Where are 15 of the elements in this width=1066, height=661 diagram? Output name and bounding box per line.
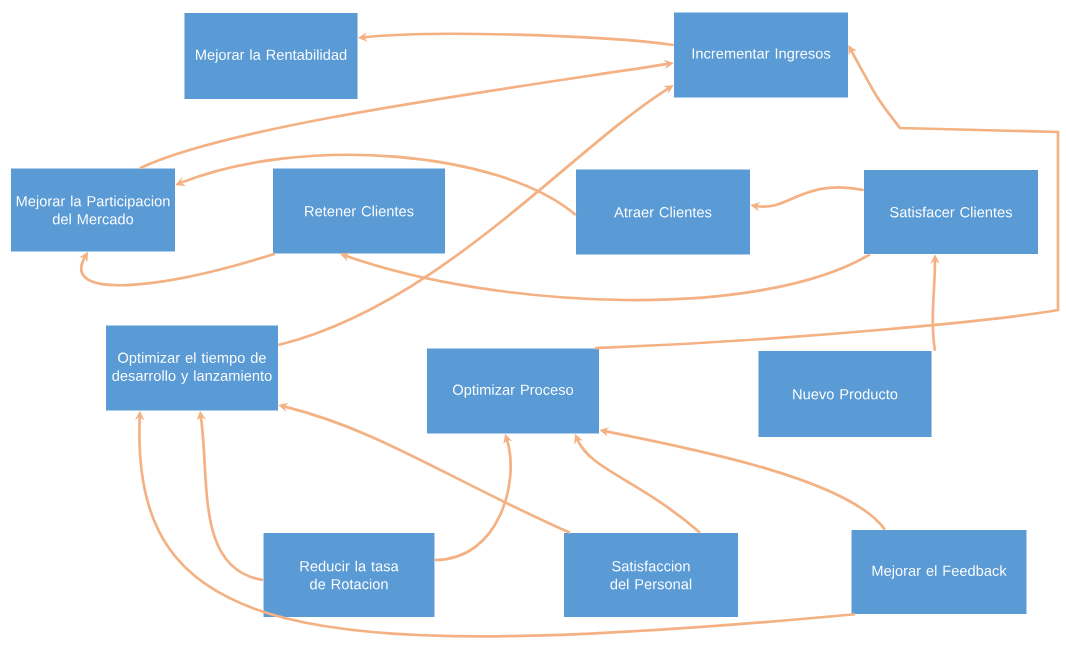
- process-box: Reducir la tasa de Rotacion: [263, 533, 435, 617]
- process-box: Satisfaccion del Personal: [564, 533, 738, 617]
- process-box: Incrementar Ingresos: [674, 12, 848, 98]
- arrow: [594, 45, 1060, 350]
- arrow: [340, 252, 871, 302]
- process-box: Mejorar la Rentabilidad: [184, 13, 358, 99]
- process-box: Optimizar el tiempo de desarrollo y lanzamiento: [106, 325, 278, 411]
- process-box: Mejorar la Participacion del Mercado: [11, 168, 175, 252]
- process-box: Mejorar el Feedback: [851, 530, 1027, 614]
- process-box: Retener Clientes: [273, 168, 445, 254]
- process-box: Optimizar Proceso: [427, 348, 599, 434]
- process-box: Nuevo Producto: [758, 351, 932, 437]
- arrow: [277, 85, 674, 347]
- process-box: Atraer Clientes: [576, 169, 750, 255]
- process-box: Satisfacer Clientes: [864, 170, 1038, 254]
